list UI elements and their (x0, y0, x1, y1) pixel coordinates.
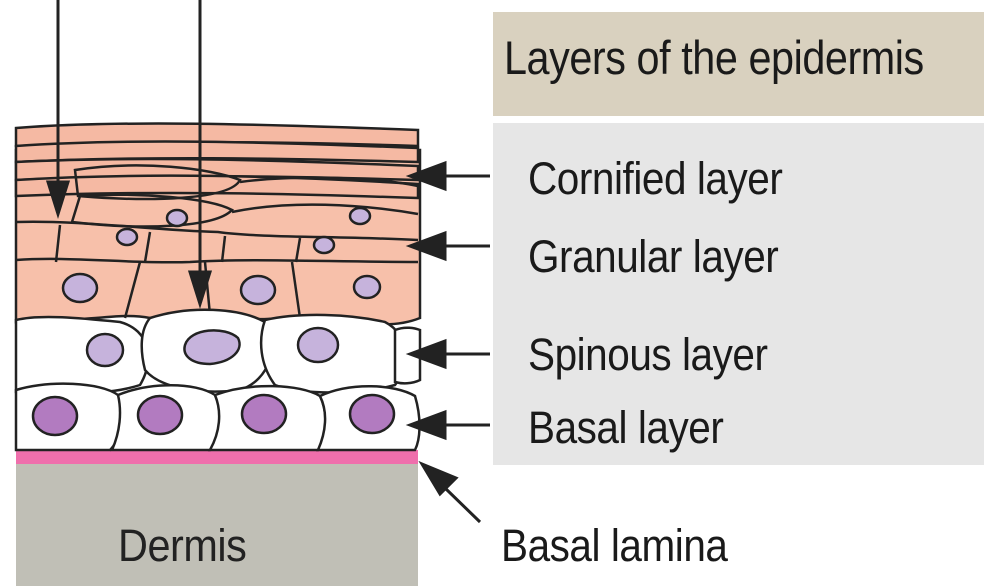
diagram-title: Layers of the epidermis (504, 30, 924, 85)
layer-label-basal: Basal layer (528, 402, 723, 454)
layer-arrows (410, 163, 490, 522)
arrow-diagonal-icon (422, 464, 456, 494)
layer-label-cornified: Cornified layer (528, 153, 782, 205)
dermis-label: Dermis (118, 520, 246, 572)
basal-lamina-band (16, 450, 418, 464)
basal-lamina-label: Basal lamina (501, 520, 727, 572)
layer-label-granular: Granular layer (528, 231, 778, 283)
layer-label-spinous: Spinous layer (528, 329, 768, 381)
